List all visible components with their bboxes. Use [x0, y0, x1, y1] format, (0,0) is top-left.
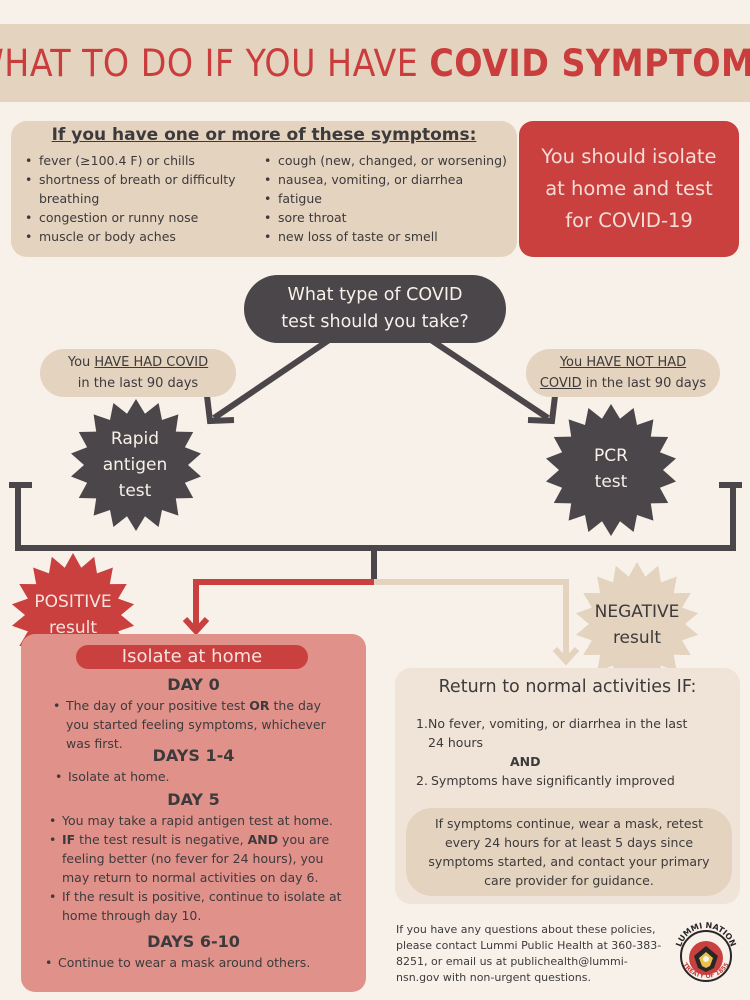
positive-label: POSITIVE result	[34, 592, 112, 638]
not-had-covid-text: You HAVE NOT HAD COVID in the last 90 da…	[539, 355, 707, 391]
had-covid-text: You HAVE HAD COVID in the last 90 days	[67, 355, 209, 391]
symptoms-box: If you have one or more of these symptom…	[11, 121, 517, 257]
test-type-question: What type of COVID test should you take?	[244, 275, 506, 343]
symptom-item: muscle or body aches	[23, 227, 253, 246]
day5-item: You may take a rapid antigen test at hom…	[48, 811, 346, 830]
question-text: What type of COVID test should you take?	[281, 285, 469, 332]
return-title: Return to normal activities IF:	[438, 677, 697, 697]
negative-starburst	[575, 562, 699, 686]
retest-note-box: If symptoms continue, wear a mask, retes…	[406, 808, 732, 896]
symptom-item: shortness of breath or difficulty breath…	[23, 170, 253, 208]
day5-item: If the result is positive, continue to i…	[48, 887, 346, 925]
positive-path	[193, 579, 374, 630]
days1-4-item: Isolate at home.	[54, 767, 344, 786]
arrow-to-rapid	[212, 335, 334, 421]
symptom-item: fatigue	[262, 189, 522, 208]
symptom-item: new loss of taste or smell	[262, 227, 522, 246]
symptom-item: cough (new, changed, or worsening)	[262, 151, 522, 170]
isolate-advice-text: You should isolate at home and test for …	[541, 145, 717, 232]
day0-heading: DAY 0	[167, 675, 220, 694]
negative-label: NEGATIVE result	[594, 602, 680, 648]
contact-text: If you have any questions about these po…	[396, 923, 662, 984]
days6-10-heading: DAYS 6-10	[147, 932, 240, 951]
rapid-test-starburst	[71, 399, 201, 531]
symptom-item: nausea, vomiting, or diarrhea	[262, 170, 522, 189]
arrow-to-pcr	[426, 335, 550, 421]
arrowhead-rapid	[204, 395, 235, 425]
cond2-text: Symptoms have significantly improved	[431, 773, 675, 788]
day0-item: The day of your positive test OR the day…	[52, 696, 342, 753]
days6-10-list: Continue to wear a mask around others.	[44, 953, 344, 972]
day5-heading: DAY 5	[167, 790, 220, 809]
title-band: WHAT TO DO IF YOU HAVE COVID SYMPTOMS	[0, 24, 750, 102]
symptom-item: fever (≥100.4 F) or chills	[23, 151, 253, 170]
symptoms-list-right: cough (new, changed, or worsening) nause…	[262, 151, 522, 246]
positive-arrowhead	[182, 616, 210, 636]
retest-note-text: If symptoms continue, wear a mask, retes…	[428, 816, 710, 888]
pcr-test-starburst	[546, 404, 676, 536]
rapid-test-label: Rapid antigen test	[102, 429, 168, 501]
day5-list: You may take a rapid antigen test at hom…	[48, 811, 346, 925]
page-title: WHAT TO DO IF YOU HAVE COVID SYMPTOMS	[0, 41, 750, 85]
symptom-item: congestion or runny nose	[23, 208, 253, 227]
symptoms-list-left: fever (≥100.4 F) or chills shortness of …	[23, 151, 253, 246]
symptom-item: sore throat	[262, 208, 522, 227]
cond2-number: 2.	[416, 773, 428, 788]
days6-10-item: Continue to wear a mask around others.	[44, 953, 344, 972]
cond-and: AND	[510, 754, 541, 769]
symptoms-heading: If you have one or more of these symptom…	[51, 125, 477, 145]
isolate-advice-box: You should isolate at home and test for …	[519, 121, 739, 257]
day5-item: IF the test result is negative, AND you …	[48, 830, 346, 887]
days1-4-heading: DAYS 1-4	[152, 746, 235, 765]
negative-path	[374, 579, 569, 660]
pcr-test-label: PCR test	[594, 446, 628, 492]
day0-list: The day of your positive test OR the day…	[52, 696, 342, 753]
cond1-number: 1.	[416, 716, 428, 731]
lummi-nation-logo: LUMMI NATION TREATY OF 1855	[674, 921, 738, 982]
arrowhead-pcr	[527, 395, 558, 425]
had-covid-pill: You HAVE HAD COVID in the last 90 days	[40, 349, 236, 397]
negative-arrowhead	[552, 646, 580, 666]
cond1-text: No fever, vomiting, or diarrhea in the l…	[428, 716, 688, 750]
isolate-at-home-tag: Isolate at home	[76, 645, 308, 669]
not-had-covid-pill: You HAVE NOT HAD COVID in the last 90 da…	[526, 349, 720, 397]
days1-4-list: Isolate at home.	[54, 767, 344, 786]
